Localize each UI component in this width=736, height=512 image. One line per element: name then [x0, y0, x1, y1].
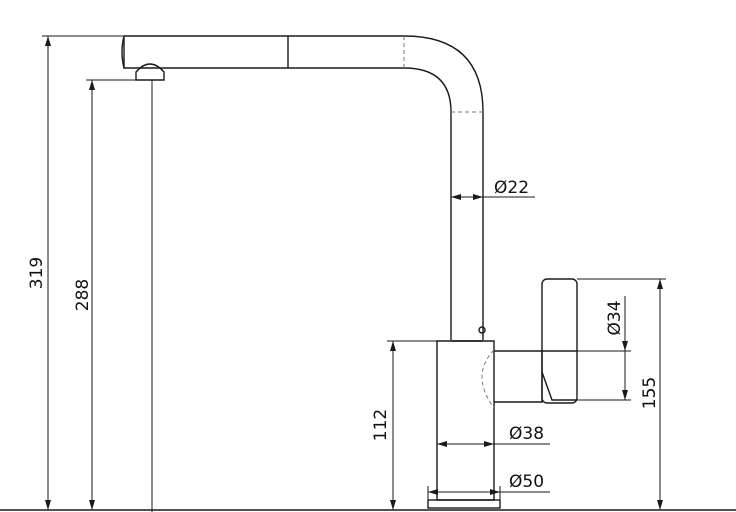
dimension-labels: 319 288 112 155 Ø22 Ø34 Ø38 Ø50: [27, 178, 660, 492]
label-handle-diameter: Ø34: [605, 300, 625, 335]
arrow-total-bottom: [45, 500, 51, 510]
arrow-base-dia-right: [490, 489, 500, 495]
label-body-height: 112: [371, 409, 391, 441]
arrow-spout-bottom: [89, 500, 95, 510]
label-spout-height: 288: [73, 279, 93, 311]
dimension-lines: [42, 35, 666, 510]
faucet-outline: [0, 35, 736, 512]
arrow-spout-dia-left: [451, 194, 461, 200]
arrow-total-top: [45, 36, 51, 46]
arrow-body-top: [390, 341, 396, 351]
spout-pipe: [123, 35, 484, 340]
label-total-height: 319: [27, 257, 47, 289]
body-recess: [481, 349, 495, 409]
faucet-body: [436, 340, 495, 501]
arrow-handle-top: [657, 279, 663, 289]
label-body-diameter: Ø38: [509, 424, 544, 444]
arrow-handle-dia-bottom: [622, 390, 628, 400]
base-plate: [427, 499, 501, 509]
arrow-base-dia-left: [428, 489, 438, 495]
handle-block: [541, 278, 578, 404]
aerator-nozzle: [135, 63, 165, 81]
arrow-spout-dia-right: [473, 194, 483, 200]
arrow-spout-top: [89, 80, 95, 90]
joint-dot: [478, 326, 486, 334]
arrow-body-dia-right: [484, 441, 494, 447]
arrow-handle-dia-top: [622, 341, 628, 351]
arrow-body-dia-left: [437, 441, 447, 447]
label-base-diameter: Ø50: [509, 472, 544, 492]
label-spout-diameter: Ø22: [494, 178, 529, 198]
label-handle-height: 155: [640, 377, 660, 409]
handle-connector: [494, 350, 543, 403]
arrow-body-bottom: [390, 500, 396, 510]
handle-bevel: [541, 371, 577, 401]
arrow-handle-bottom: [657, 500, 663, 510]
spout-end-cap: [121, 35, 125, 69]
